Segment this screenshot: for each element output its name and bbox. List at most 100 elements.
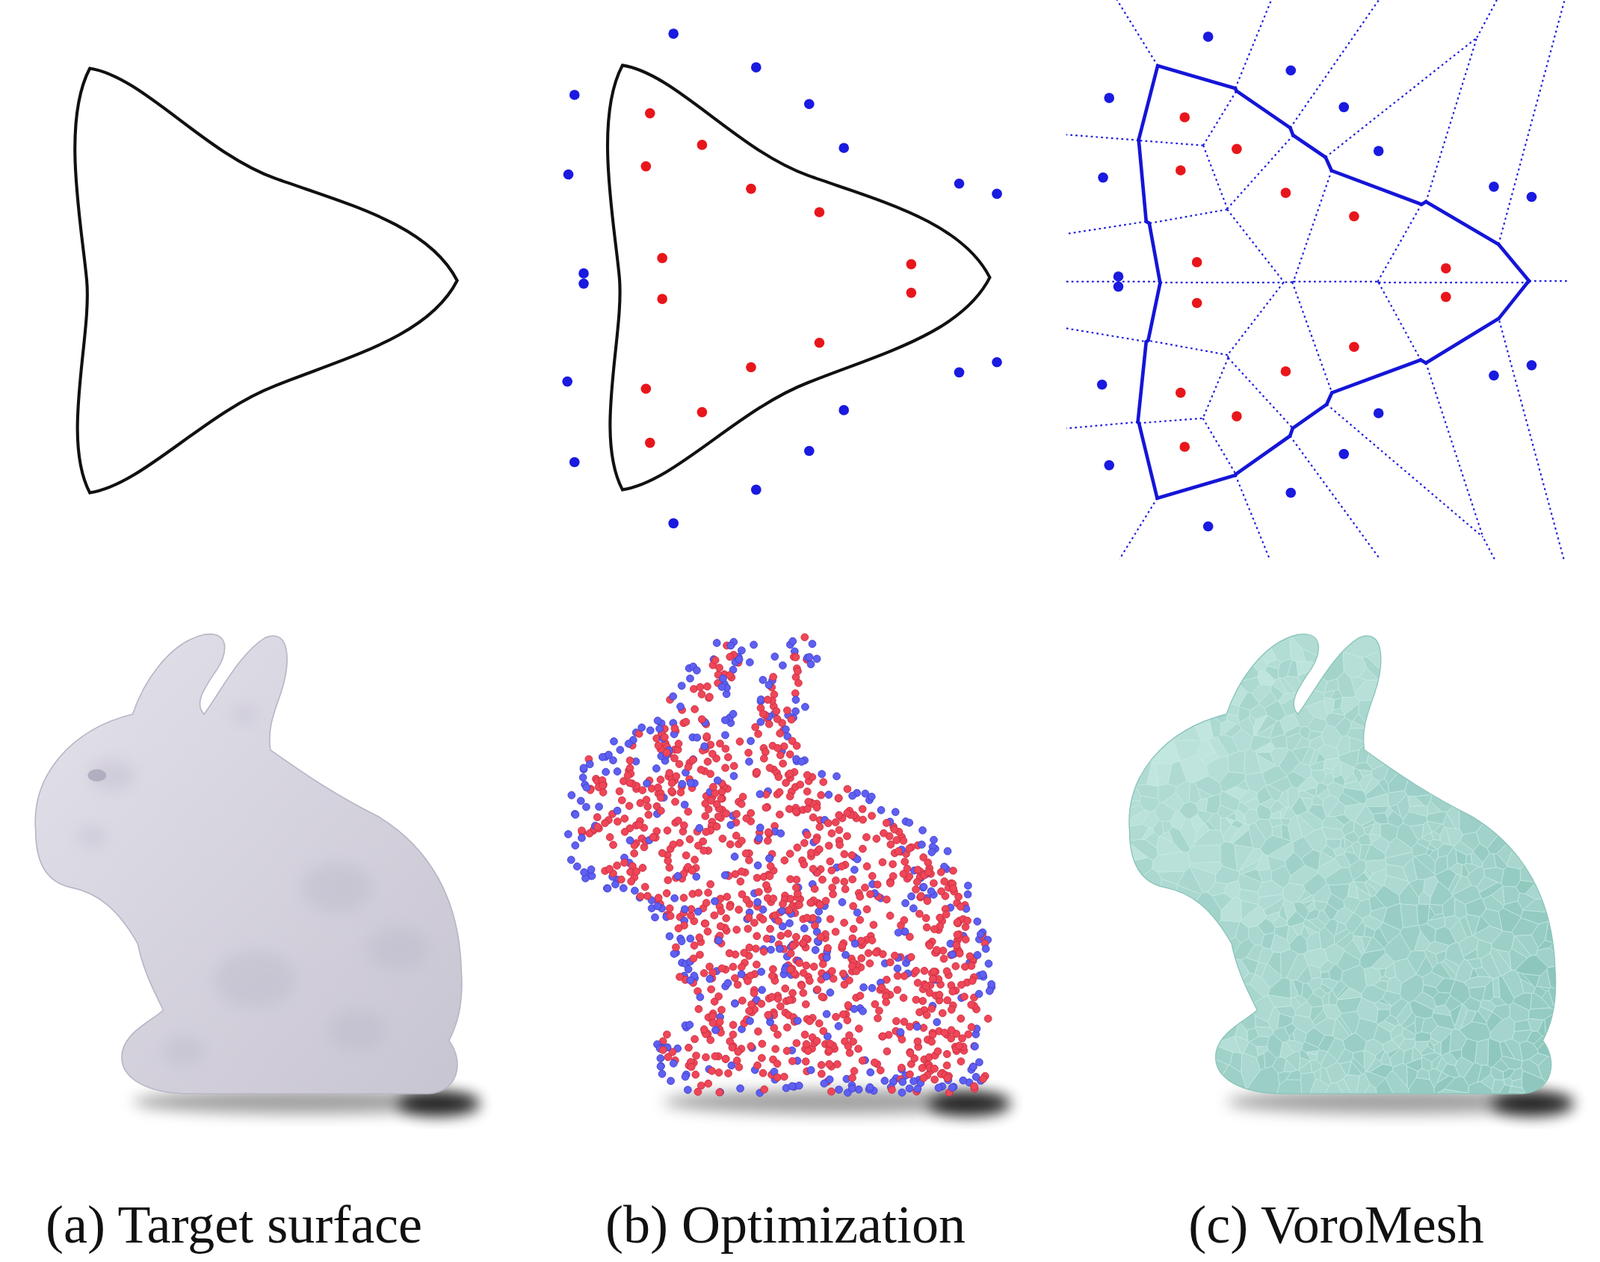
sample-point xyxy=(669,692,678,701)
sample-point xyxy=(755,834,764,843)
sample-point xyxy=(786,792,794,801)
sample-point xyxy=(953,919,962,927)
sample-point xyxy=(840,981,849,989)
sample-point xyxy=(896,1029,905,1037)
sample-point xyxy=(686,934,695,943)
inner-site xyxy=(814,337,826,349)
outer-site xyxy=(561,376,573,388)
sample-point xyxy=(768,965,777,974)
sample-point xyxy=(760,754,768,763)
sample-point xyxy=(687,1063,696,1071)
sample-point xyxy=(975,990,983,998)
sample-point xyxy=(857,955,866,963)
sample-point xyxy=(665,904,674,913)
sample-point xyxy=(652,765,660,773)
sample-point xyxy=(738,890,746,899)
sample-point xyxy=(819,960,827,968)
sample-point xyxy=(949,884,958,893)
mesh-facet xyxy=(1492,1079,1506,1100)
sample-point xyxy=(700,969,708,977)
sample-point xyxy=(742,849,750,858)
sample-point xyxy=(663,827,672,835)
sample-point xyxy=(681,1073,690,1081)
sample-point xyxy=(913,1038,922,1046)
outer-site xyxy=(838,142,849,154)
outer-site xyxy=(1338,102,1349,113)
sample-point xyxy=(712,822,721,831)
inner-site xyxy=(697,139,708,151)
sample-point xyxy=(702,828,710,837)
sample-point xyxy=(769,673,778,681)
mesh-facet xyxy=(1340,964,1367,994)
sample-point xyxy=(626,779,634,787)
sample-point xyxy=(949,866,958,875)
sample-point xyxy=(686,1021,694,1030)
sample-point xyxy=(913,878,921,886)
sample-point xyxy=(808,640,817,648)
sample-point xyxy=(969,1063,977,1071)
sample-point xyxy=(664,857,672,865)
sample-point xyxy=(783,1023,791,1032)
sample-point xyxy=(905,1085,914,1093)
sample-point xyxy=(725,671,734,680)
inner-site xyxy=(640,161,651,172)
outer-site xyxy=(804,98,815,110)
sample-point xyxy=(579,774,587,782)
sample-point xyxy=(791,689,799,698)
inner-site xyxy=(1179,441,1190,453)
sample-point xyxy=(886,958,894,967)
sample-point xyxy=(836,841,844,849)
sample-point xyxy=(745,856,753,864)
sample-point xyxy=(910,1077,918,1086)
mesh-facet xyxy=(1333,928,1351,944)
mesh-boundary xyxy=(1147,282,1160,341)
sample-point xyxy=(612,881,620,889)
sample-point xyxy=(773,715,781,723)
sample-point xyxy=(899,994,908,1003)
sample-point xyxy=(737,800,746,808)
sample-point xyxy=(695,1005,703,1014)
mesh-facet xyxy=(1300,688,1325,707)
sample-point xyxy=(891,808,900,817)
sample-point xyxy=(981,945,990,953)
sample-point xyxy=(785,906,793,914)
sample-point xyxy=(933,1018,941,1027)
outer-site xyxy=(751,62,762,73)
sample-point xyxy=(759,1069,767,1077)
sample-point xyxy=(726,840,734,849)
sample-point xyxy=(795,959,804,968)
sample-point xyxy=(715,1088,724,1097)
mesh-boundary xyxy=(1138,341,1147,423)
sample-point xyxy=(866,1083,874,1092)
sample-point xyxy=(799,939,808,947)
mesh-facet xyxy=(1207,882,1228,897)
sample-point xyxy=(868,872,876,881)
sample-point xyxy=(878,1032,887,1041)
inner-site xyxy=(745,362,757,373)
mesh-facet xyxy=(1350,721,1367,730)
sample-point xyxy=(834,795,843,803)
sample-point xyxy=(859,845,867,853)
sample-point xyxy=(609,841,618,849)
sample-point xyxy=(828,884,837,892)
sample-point xyxy=(682,851,690,860)
optimization-points xyxy=(561,28,1002,529)
sample-point xyxy=(684,807,693,816)
mesh-facet xyxy=(1509,1002,1530,1024)
sample-point xyxy=(627,878,636,886)
sample-point xyxy=(697,765,705,774)
sample-point xyxy=(712,639,721,648)
mesh-cells xyxy=(1114,617,1574,1107)
inner-site xyxy=(697,407,708,418)
mesh-facet xyxy=(1382,990,1402,1006)
sample-point xyxy=(874,1014,882,1023)
sample-point xyxy=(587,866,595,874)
sample-point xyxy=(709,783,717,791)
sample-point xyxy=(934,1047,942,1056)
sample-point xyxy=(902,899,910,908)
sample-point xyxy=(969,1063,977,1071)
sample-point xyxy=(603,884,611,893)
sample-point xyxy=(815,845,823,854)
sample-point xyxy=(684,965,693,974)
sample-point xyxy=(898,1035,906,1044)
